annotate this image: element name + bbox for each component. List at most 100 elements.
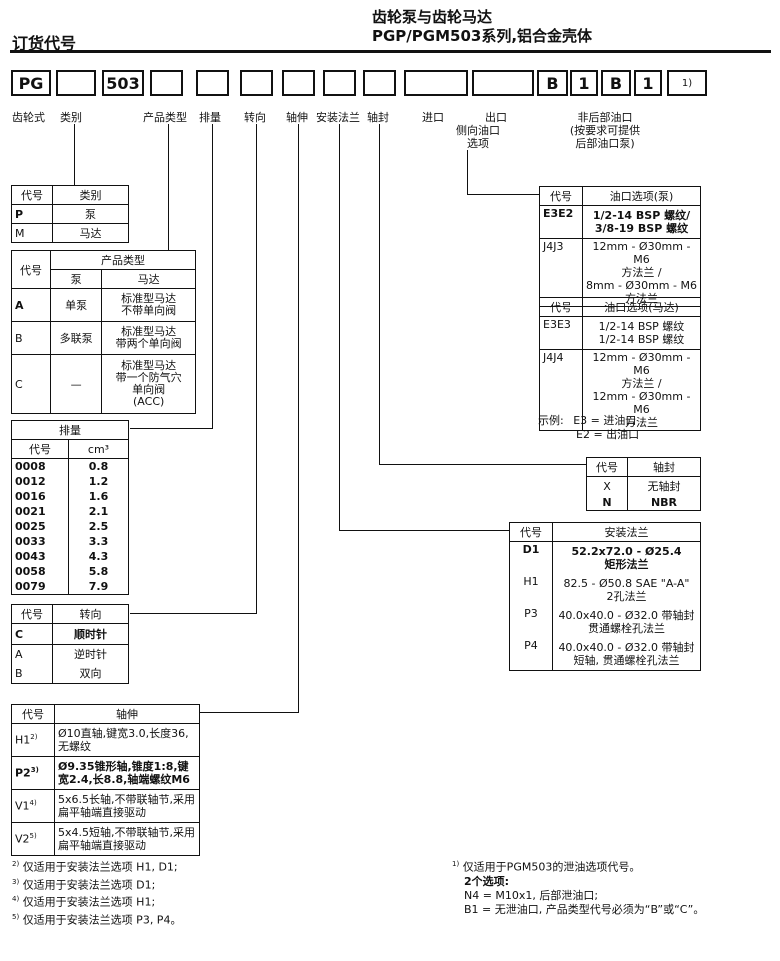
shaft-header-code: 代号 [11,704,55,724]
displacement-value: 2.5 [68,519,129,534]
port-example: 示例: E3 = 进油口 E2 = 出油口 [538,414,639,442]
flange-table: 代号 安装法兰 D1 52.2x72.0 - Ø25.4 矩形法兰 H1 82.… [509,522,701,671]
footnotes-right: 1) 仅适用于PGM503的泄油选项代号。 2个选项: N4 = M10x1, … [452,857,704,917]
port-motor-table: 代号 油口选项(马达) E3E3 1/2-14 BSP 螺纹 1/2-14 BS… [539,297,701,431]
displacement-value: 4.3 [68,549,129,564]
port-example-label: 示例: [538,414,564,427]
category-val-p: 泵 [52,204,129,224]
displacement-code: 0079 [11,579,69,595]
product-type-table: 代号 产品类型 泵 马达 A 单泵 标准型马达 不带单向阀 B 多联泵 标准型马… [11,250,196,414]
label-gear: 齿轮式 [12,111,45,124]
connector-seal-h [379,464,586,465]
displacement-code: 0043 [11,549,69,564]
seal-header-seal: 轴封 [627,457,701,477]
port-pump-header-option: 油口选项(泵) [582,186,701,206]
port-motor-code-e3e3: E3E3 [539,316,583,350]
port-motor-code-j4j4: J4J4 [539,349,583,431]
flange-val-p3: 40.0x40.0 - Ø32.0 带轴封 贯通螺栓孔法兰 [552,606,701,638]
displacement-code: 0008 [11,458,69,474]
code-box-outlet [472,70,534,96]
flange-code-d1: D1 [509,541,553,574]
footnote-2: 2) 仅适用于安装法兰选项 H1, D1; [12,857,181,875]
port-pump-table: 代号 油口选项(泵) E3E2 1/2-14 BSP 螺纹/ 3/8-19 BS… [539,186,701,307]
product-code-c: C [11,354,51,414]
shaft-code-v1: V14) [11,789,55,823]
code-box-footnote: 1) [667,70,707,96]
connector-displacement-h [130,428,213,429]
rotation-code-c: C [11,623,53,645]
displacement-header-unit: cm³ [68,439,129,459]
connector-shaft-h [200,712,299,713]
code-box-pg: PG [11,70,51,96]
shaft-code-p2-sup: 3) [30,766,39,775]
product-code-b: B [11,321,51,355]
port-example-line2: E2 = 出油口 [576,428,640,441]
connector-port [467,150,468,195]
code-box-inlet [404,70,468,96]
displacement-code: 0058 [11,564,69,579]
port-pump-code-e3e2: E3E2 [539,205,583,239]
port-motor-header-option: 油口选项(马达) [582,297,701,317]
product-header-motor: 马达 [101,269,196,289]
label-product-type: 产品类型 [143,111,187,124]
footnote-1-line1: 仅适用于PGM503的泄油选项代号。 [462,860,641,874]
displacement-code: 0025 [11,519,69,534]
flange-val-d1: 52.2x72.0 - Ø25.4 矩形法兰 [552,541,701,574]
displacement-value: 3.3 [68,534,129,549]
label-side-port-2: 选项 [467,137,489,150]
displacement-header-code: 代号 [11,439,69,459]
connector-rotation [256,124,257,614]
port-example-line1: E3 = 进油口 [573,414,637,427]
footnote-4: 4) 仅适用于安装法兰选项 H1; [12,892,181,910]
product-header-code: 代号 [11,250,51,289]
label-side-port-1: 侧向油口 [456,124,500,137]
product-header-type: 产品类型 [50,250,196,270]
connector-displacement [212,124,213,429]
displacement-code: 0033 [11,534,69,549]
label-side-port: 侧向油口 选项 [453,124,503,150]
connector-shaft [298,124,299,713]
connector-port-h [467,194,539,195]
displacement-value: 2.1 [68,504,129,519]
product-pump-c: — [49,354,103,414]
rotation-table: 代号 转向 C 顺时针 A 逆时针 B 双向 [11,604,129,684]
code-box-displacement [196,70,229,96]
category-val-m: 马达 [52,223,129,243]
category-header-category: 类别 [52,185,129,205]
displacement-value: 1.6 [68,489,129,504]
series-title-line1: 齿轮泵与齿轮马达 [372,8,493,26]
port-motor-val-e3e3: 1/2-14 BSP 螺纹 1/2-14 BSP 螺纹 [582,316,701,350]
seal-val-n: NBR [627,495,701,511]
code-box-rotation [240,70,273,96]
shaft-code-p2: P23) [11,756,55,790]
label-shaft: 轴伸 [286,111,308,124]
rotation-code-b: B [11,663,53,684]
product-code-a: A [11,288,51,322]
category-header-code: 代号 [11,185,53,205]
shaft-val-v1: 5x6.5长轴,不带联轴节,采用 扁平轴端直接驱动 [54,789,200,823]
footnote-4-text: 仅适用于安装法兰选项 H1; [22,895,156,909]
code-box-1: 1 [570,70,598,96]
product-motor-c: 标准型马达 带一个防气穴 单向阀 (ACC) [101,354,196,414]
port-pump-header-code: 代号 [539,186,583,206]
series-title-line2: PGP/PGM503系列,铝合金壳体 [372,27,593,45]
label-inlet: 进口 [422,111,444,124]
seal-code-x: X [586,476,628,495]
footnote-1-line3: N4 = M10x1, 后部泄油口; [464,888,599,902]
code-box-seal [363,70,396,96]
label-no-rear-1: 非后部油口 [577,111,633,124]
footnote-1-sup: 1) [452,860,460,868]
connector-flange [339,124,340,531]
product-motor-b: 标准型马达 带两个单向阀 [101,321,196,355]
displacement-code: 0012 [11,474,69,489]
code-box-shaft [282,70,315,96]
seal-header-code: 代号 [586,457,628,477]
connector-flange-h [339,530,509,531]
seal-val-x: 无轴封 [627,476,701,495]
label-no-rear-2: (按要求可提供 [569,124,641,137]
